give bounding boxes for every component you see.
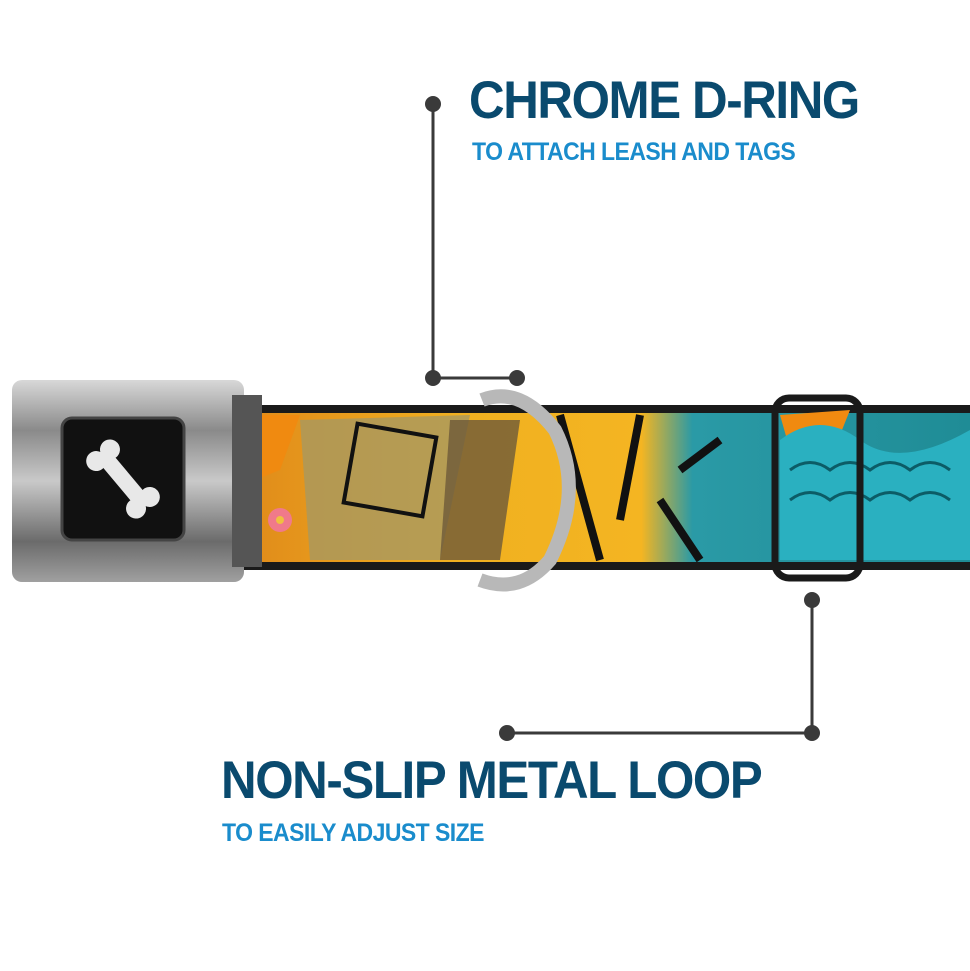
metal-loop <box>771 394 864 582</box>
d-ring-leader-line <box>425 96 525 386</box>
loop-leader-line <box>499 592 820 741</box>
loop-subtitle: TO EASILY ADJUST SIZE <box>222 819 484 847</box>
d-ring <box>477 389 576 592</box>
seatbelt-buckle <box>12 380 262 582</box>
d-ring-subtitle: TO ATTACH LEASH AND TAGS <box>472 138 796 166</box>
collar-strap <box>240 405 970 570</box>
d-ring-title: CHROME D-RING <box>469 71 860 130</box>
loop-title: NON-SLIP METAL LOOP <box>221 751 763 810</box>
bone-icon <box>86 439 160 519</box>
